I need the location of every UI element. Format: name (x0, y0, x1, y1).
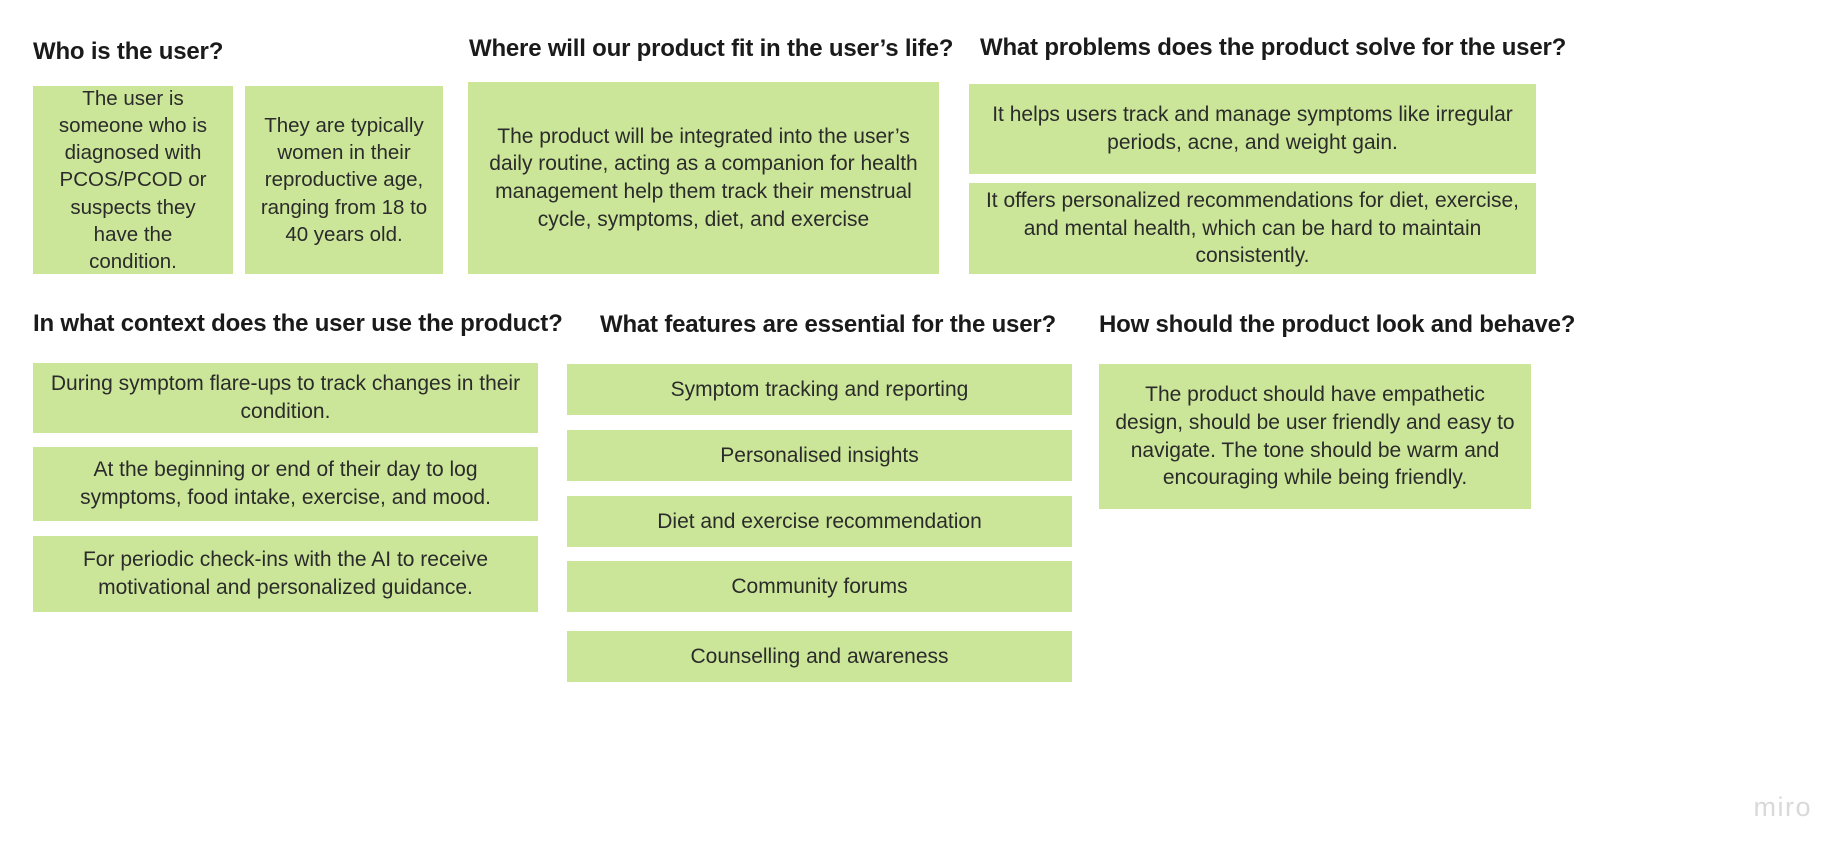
sticky-note[interactable]: They are typically women in their reprod… (245, 86, 443, 274)
sticky-note-text: During symptom flare-ups to track change… (50, 372, 521, 423)
section-title-where-product-fits: Where will our product fit in the user’s… (469, 35, 954, 62)
sticky-note-text: Diet and exercise recommendation (657, 509, 982, 533)
sticky-note[interactable]: Community forums (567, 561, 1072, 612)
section-title-what-problems-solved: What problems does the product solve for… (980, 34, 1567, 61)
sticky-note-text: They are typically women in their reprod… (260, 114, 428, 246)
sticky-note-text: Community forums (731, 574, 908, 598)
sticky-note[interactable]: The product should have empathetic desig… (1099, 364, 1531, 509)
section-title-who-is-the-user: Who is the user? (33, 38, 224, 65)
sticky-note-text: It helps users track and manage symptoms… (992, 103, 1513, 154)
sticky-note[interactable]: For periodic check-ins with the AI to re… (33, 536, 538, 612)
sticky-note[interactable]: The product will be integrated into the … (468, 82, 939, 274)
section-title-essential-features: What features are essential for the user… (600, 311, 1056, 338)
sticky-note-text: Counselling and awareness (690, 644, 949, 668)
sticky-note-text: The product should have empathetic desig… (1115, 383, 1515, 490)
sticky-note-text: Personalised insights (720, 443, 919, 467)
sticky-note[interactable]: It helps users track and manage symptoms… (969, 84, 1536, 174)
sticky-note[interactable]: Symptom tracking and reporting (567, 364, 1072, 415)
sticky-note[interactable]: Counselling and awareness (567, 631, 1072, 682)
sticky-note-text: At the beginning or end of their day to … (80, 458, 491, 509)
sticky-note[interactable]: It offers personalized recommendations f… (969, 183, 1536, 274)
section-title-usage-context: In what context does the user use the pr… (33, 310, 563, 337)
sticky-note-text: Symptom tracking and reporting (670, 377, 969, 401)
sticky-note-text: The product will be integrated into the … (489, 124, 918, 231)
sticky-note-text: For periodic check-ins with the AI to re… (82, 548, 488, 599)
sticky-note-text: The user is someone who is diagnosed wit… (58, 87, 208, 273)
sticky-note[interactable]: Personalised insights (567, 430, 1072, 481)
sticky-note[interactable]: At the beginning or end of their day to … (33, 447, 538, 521)
sticky-note-text: It offers personalized recommendations f… (985, 188, 1520, 268)
sticky-note[interactable]: Diet and exercise recommendation (567, 496, 1072, 547)
sticky-note[interactable]: The user is someone who is diagnosed wit… (33, 86, 233, 274)
sticky-note[interactable]: During symptom flare-ups to track change… (33, 363, 538, 433)
section-title-look-and-behave: How should the product look and behave? (1099, 311, 1576, 338)
miro-watermark: miro (1753, 792, 1812, 822)
